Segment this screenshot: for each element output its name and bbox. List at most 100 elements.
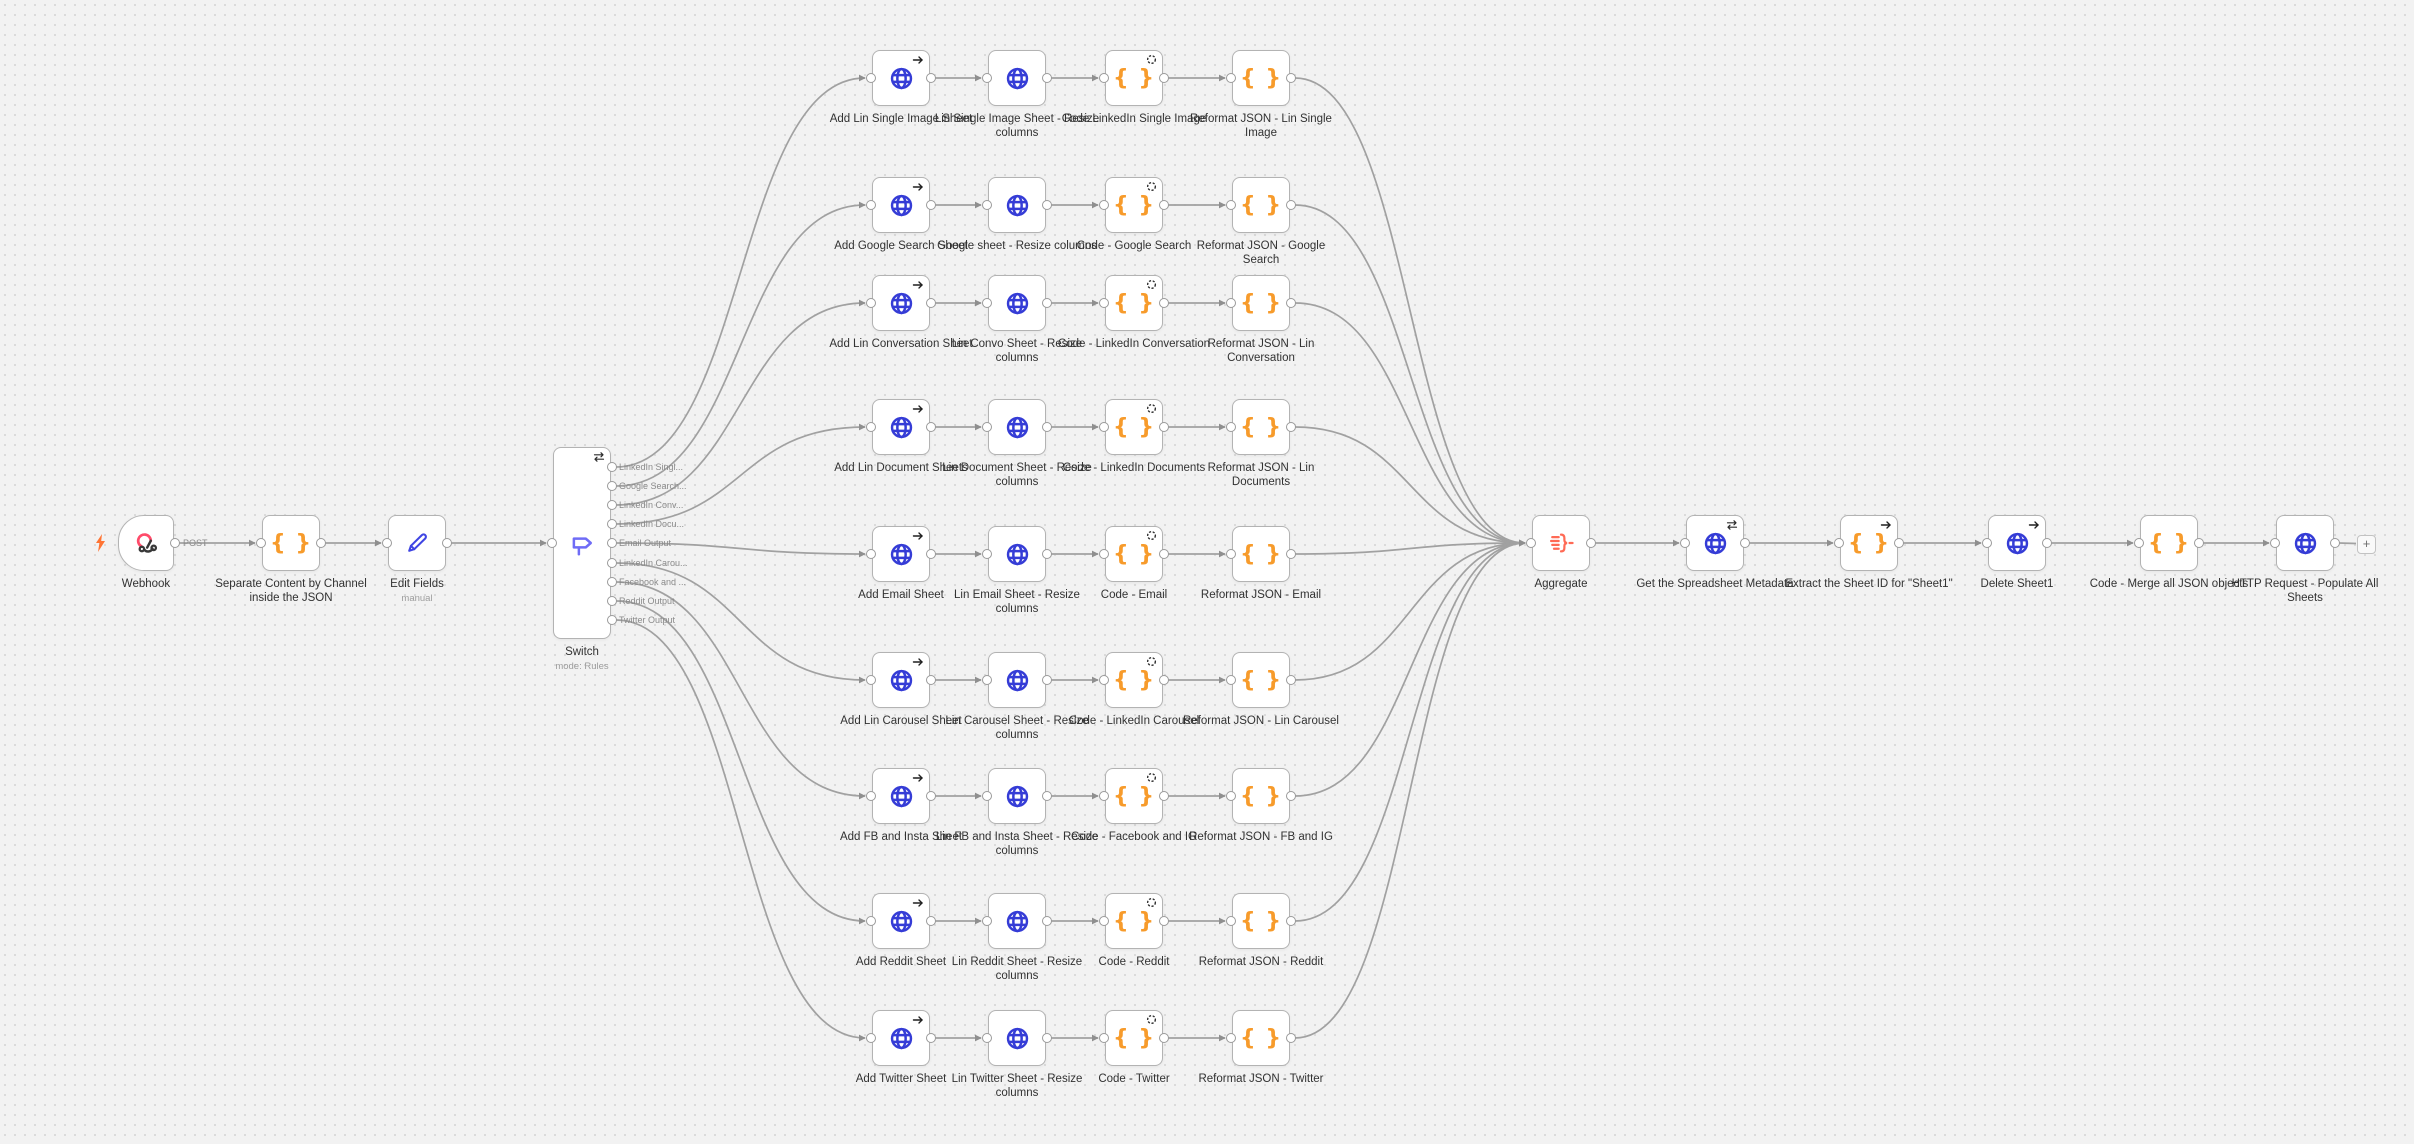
node-body[interactable]: { } (1105, 526, 1163, 582)
connection-edge[interactable] (615, 581, 866, 800)
input-port[interactable] (982, 791, 992, 801)
node-body[interactable]: { } (1105, 275, 1163, 331)
output-port-8[interactable] (607, 615, 617, 625)
output-port[interactable] (926, 200, 936, 210)
input-port[interactable] (866, 916, 876, 926)
node-body[interactable] (1532, 515, 1590, 571)
output-port[interactable] (926, 791, 936, 801)
output-port[interactable] (1042, 916, 1052, 926)
output-port[interactable] (926, 73, 936, 83)
output-port[interactable] (1159, 1033, 1169, 1043)
output-port[interactable] (926, 1033, 936, 1043)
input-port[interactable] (2270, 538, 2280, 548)
connection-edge[interactable] (1294, 426, 1526, 547)
output-port[interactable] (1042, 791, 1052, 801)
node-body[interactable]: { } (1105, 768, 1163, 824)
input-port[interactable] (866, 200, 876, 210)
output-port[interactable] (170, 538, 180, 548)
output-port[interactable] (316, 538, 326, 548)
input-port[interactable] (866, 1033, 876, 1043)
output-port[interactable] (1159, 675, 1169, 685)
node-body[interactable]: { } (1840, 515, 1898, 571)
node-body[interactable] (988, 526, 1046, 582)
input-port[interactable] (982, 549, 992, 559)
output-port[interactable] (1042, 549, 1052, 559)
input-port[interactable] (382, 538, 392, 548)
node-extract-sheet-id[interactable]: { } Extract the Sheet ID for "Sheet1" (1785, 515, 1953, 590)
node-body[interactable] (872, 399, 930, 455)
output-port[interactable] (1042, 1033, 1052, 1043)
node-body[interactable] (988, 275, 1046, 331)
connection-edge[interactable] (615, 562, 866, 684)
node-lin-single-image-sheet-resize[interactable]: Lin Single Image Sheet - Resize columns (935, 50, 1099, 139)
input-port[interactable] (1099, 791, 1109, 801)
node-reformat-json-fb-and-ig[interactable]: { }Reformat JSON - FB and IG (1189, 768, 1333, 843)
node-reformat-json-lin-documents[interactable]: { }Reformat JSON - Lin Documents (1208, 399, 1314, 488)
node-body[interactable] (988, 177, 1046, 233)
node-reformat-json-lin-conversation[interactable]: { }Reformat JSON - Lin Conversation (1208, 275, 1314, 364)
connection-edge[interactable] (1294, 302, 1526, 547)
input-port[interactable] (1099, 200, 1109, 210)
connection-edge[interactable] (615, 600, 866, 925)
output-port[interactable] (1159, 791, 1169, 801)
input-port[interactable] (1526, 538, 1536, 548)
node-body[interactable] (872, 768, 930, 824)
input-port[interactable] (866, 549, 876, 559)
input-port[interactable] (1834, 538, 1844, 548)
output-port[interactable] (2194, 538, 2204, 548)
node-add-lin-single-image-sheet[interactable]: Add Lin Single Image Sheet (830, 50, 972, 125)
output-port[interactable] (1159, 916, 1169, 926)
input-port[interactable] (982, 298, 992, 308)
node-lin-fb-and-insta-sheet-resize[interactable]: Lin FB and Insta Sheet - Resize columns (936, 768, 1098, 857)
output-port[interactable] (1159, 73, 1169, 83)
node-body[interactable] (388, 515, 446, 571)
output-port[interactable] (1286, 791, 1296, 801)
node-code-google-search[interactable]: { } Code - Google Search (1077, 177, 1191, 252)
input-port[interactable] (982, 200, 992, 210)
node-code-reddit[interactable]: { } Code - Reddit (1099, 893, 1169, 968)
input-port[interactable] (1226, 791, 1236, 801)
output-port[interactable] (926, 422, 936, 432)
input-port[interactable] (1982, 538, 1992, 548)
node-body[interactable]: { } (1232, 177, 1290, 233)
node-switch[interactable]: LinkedIn Singl...Google Search...LinkedI… (547, 447, 688, 672)
output-port-0[interactable] (607, 462, 617, 472)
node-body[interactable] (988, 893, 1046, 949)
node-reformat-json-lin-single-image[interactable]: { }Reformat JSON - Lin Single Image (1190, 50, 1332, 139)
output-port[interactable] (2330, 538, 2340, 548)
output-port[interactable] (1042, 675, 1052, 685)
node-add-lin-document-sheets[interactable]: Add Lin Document Sheets (834, 399, 968, 474)
node-body[interactable]: { } (1232, 768, 1290, 824)
input-port[interactable] (1226, 675, 1236, 685)
input-port[interactable] (1226, 916, 1236, 926)
node-body[interactable] (2276, 515, 2334, 571)
output-port[interactable] (1286, 298, 1296, 308)
node-body[interactable] (988, 652, 1046, 708)
input-port[interactable] (982, 916, 992, 926)
output-port[interactable] (926, 675, 936, 685)
input-port[interactable] (2134, 538, 2144, 548)
input-port[interactable] (982, 422, 992, 432)
node-body[interactable]: { } (1232, 652, 1290, 708)
node-code-facebook-and-ig[interactable]: { } Code - Facebook and IG (1071, 768, 1197, 843)
connection-edge[interactable] (1294, 539, 1526, 797)
input-port[interactable] (866, 73, 876, 83)
output-port[interactable] (1042, 298, 1052, 308)
output-port[interactable] (1042, 422, 1052, 432)
node-reformat-json-twitter[interactable]: { }Reformat JSON - Twitter (1198, 1010, 1324, 1085)
node-reformat-json-email[interactable]: { }Reformat JSON - Email (1201, 526, 1321, 601)
node-body[interactable]: { } (1232, 50, 1290, 106)
output-port[interactable] (1286, 549, 1296, 559)
output-port[interactable] (926, 916, 936, 926)
node-lin-convo-sheet-resize[interactable]: Lin Convo Sheet - Resize columns (952, 275, 1082, 364)
connection-edge[interactable] (1294, 539, 1526, 555)
node-reformat-json-lin-carousel[interactable]: { }Reformat JSON - Lin Carousel (1183, 652, 1339, 727)
node-body[interactable] (872, 50, 930, 106)
input-port[interactable] (256, 538, 266, 548)
node-code-merge-all-json[interactable]: { }Code - Merge all JSON objects (2090, 515, 2248, 590)
output-port[interactable] (1159, 298, 1169, 308)
input-port[interactable] (982, 1033, 992, 1043)
output-port[interactable] (1042, 73, 1052, 83)
